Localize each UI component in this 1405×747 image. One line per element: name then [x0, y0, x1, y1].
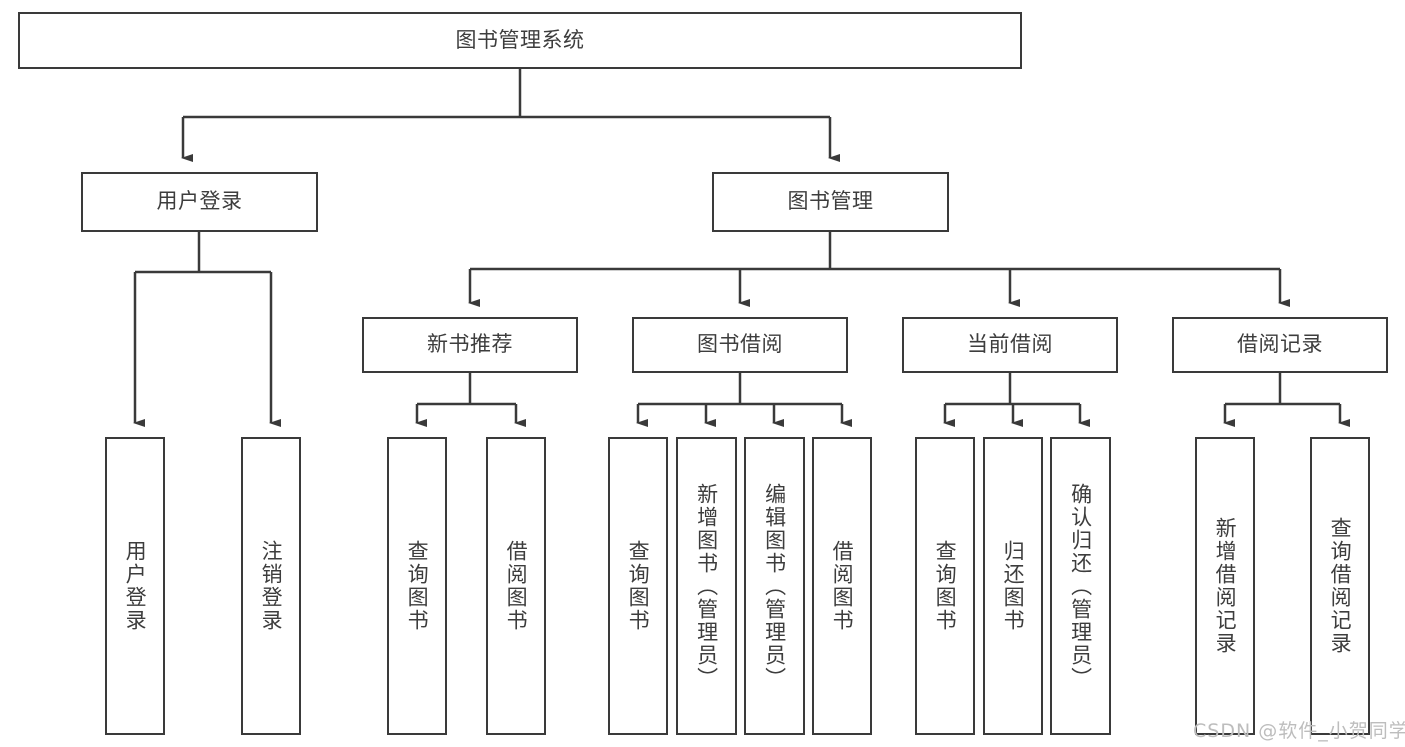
leaf-borrow-book-label: 借阅图书 — [830, 540, 855, 632]
leaf-confirm-return-admin-label: 确认归还（管理员） — [1068, 482, 1093, 690]
node-current-borrow-label: 当前借阅 — [967, 332, 1053, 357]
leaf-return-book-label: 归还图书 — [1001, 540, 1026, 632]
leaf-query-book-current-label: 查询图书 — [933, 540, 958, 632]
node-root-label: 图书管理系统 — [455, 27, 585, 52]
leaf-edit-book-admin-label: 编辑图书（管理员） — [762, 482, 787, 690]
node-user-login[interactable]: 用户登录 — [81, 172, 318, 232]
leaf-user-logout-label: 注销登录 — [259, 540, 284, 632]
node-borrow-records-label: 借阅记录 — [1237, 332, 1323, 357]
leaf-add-borrow-record-label: 新增借阅记录 — [1213, 517, 1238, 655]
leaf-query-borrow-record-label: 查询借阅记录 — [1328, 517, 1353, 655]
leaf-add-book-admin-label: 新增图书（管理员） — [694, 482, 719, 690]
node-user-login-label: 用户登录 — [156, 189, 243, 214]
leaf-return-book[interactable]: 归还图书 — [983, 437, 1043, 735]
csdn-watermark: CSDN @软件_小贺同学 — [1193, 720, 1405, 742]
node-root[interactable]: 图书管理系统 — [18, 12, 1022, 69]
leaf-borrow-book-new[interactable]: 借阅图书 — [486, 437, 546, 735]
leaf-query-book-current[interactable]: 查询图书 — [915, 437, 975, 735]
node-book-borrow[interactable]: 图书借阅 — [632, 317, 848, 373]
leaf-borrow-book[interactable]: 借阅图书 — [812, 437, 872, 735]
leaf-user-logout[interactable]: 注销登录 — [241, 437, 301, 735]
node-new-book-recommend[interactable]: 新书推荐 — [362, 317, 578, 373]
leaf-add-borrow-record[interactable]: 新增借阅记录 — [1195, 437, 1255, 735]
leaf-borrow-book-new-label: 借阅图书 — [504, 540, 529, 632]
leaf-user-login-label: 用户登录 — [123, 540, 148, 632]
leaf-edit-book-admin[interactable]: 编辑图书（管理员） — [744, 437, 805, 735]
node-new-book-recommend-label: 新书推荐 — [427, 332, 513, 357]
leaf-confirm-return-admin[interactable]: 确认归还（管理员） — [1050, 437, 1111, 735]
leaf-query-borrow-record[interactable]: 查询借阅记录 — [1310, 437, 1370, 735]
leaf-add-book-admin[interactable]: 新增图书（管理员） — [676, 437, 737, 735]
node-book-borrow-label: 图书借阅 — [697, 332, 783, 357]
node-book-management-label: 图书管理 — [787, 189, 874, 214]
leaf-query-book-new-label: 查询图书 — [405, 540, 430, 632]
leaf-query-book-borrow-label: 查询图书 — [626, 540, 651, 632]
node-current-borrow[interactable]: 当前借阅 — [902, 317, 1118, 373]
leaf-query-book-new[interactable]: 查询图书 — [387, 437, 447, 735]
leaf-query-book-borrow[interactable]: 查询图书 — [608, 437, 668, 735]
node-borrow-records[interactable]: 借阅记录 — [1172, 317, 1388, 373]
node-book-management[interactable]: 图书管理 — [712, 172, 949, 232]
leaf-user-login[interactable]: 用户登录 — [105, 437, 165, 735]
